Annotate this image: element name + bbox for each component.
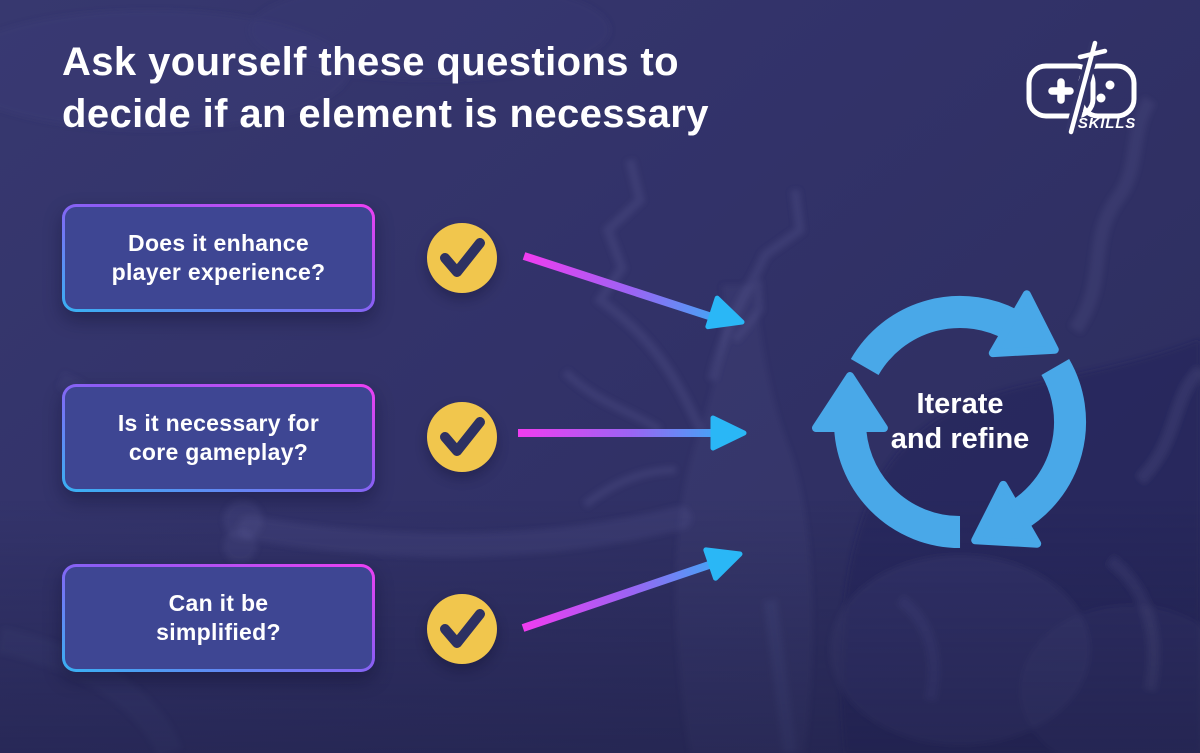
question-2-line1: Is it necessary for bbox=[117, 410, 320, 436]
page-title-line2: decide if an element is necessary bbox=[62, 92, 709, 136]
question-card-1: Does it enhance player experience? bbox=[62, 204, 375, 312]
question-1-line1: Does it enhance bbox=[128, 230, 309, 256]
check-icon bbox=[427, 223, 497, 293]
question-1-line2: player experience? bbox=[111, 259, 326, 285]
check-icon bbox=[427, 594, 497, 664]
question-2-line2: core gameplay? bbox=[128, 439, 309, 465]
cycle-label: Iterate and refine bbox=[840, 387, 1080, 457]
flow-arrow-icon bbox=[518, 252, 747, 632]
gdskills-logo: SKILLS bbox=[1025, 40, 1137, 140]
logo-wordmark: SKILLS bbox=[1077, 115, 1136, 132]
page-title-line1: Ask yourself these questions to bbox=[62, 40, 679, 84]
question-card-2: Is it necessary for core gameplay? bbox=[62, 384, 375, 492]
question-3-line2: simplified? bbox=[156, 619, 281, 645]
check-icon bbox=[427, 402, 497, 472]
question-3-line1: Can it be bbox=[168, 590, 269, 616]
question-card-3: Can it be simplified? bbox=[62, 564, 375, 672]
cycle-label-line1: Iterate bbox=[916, 388, 1004, 420]
checkmark-glyph bbox=[440, 417, 485, 456]
checkmark-glyph bbox=[440, 609, 485, 648]
gamepad-sword-logo-icon bbox=[1026, 40, 1137, 135]
checkmark-glyph bbox=[440, 238, 485, 277]
page-title: Ask yourself these questions to decide i… bbox=[62, 36, 709, 140]
cycle-label-line2: and refine bbox=[890, 423, 1030, 455]
